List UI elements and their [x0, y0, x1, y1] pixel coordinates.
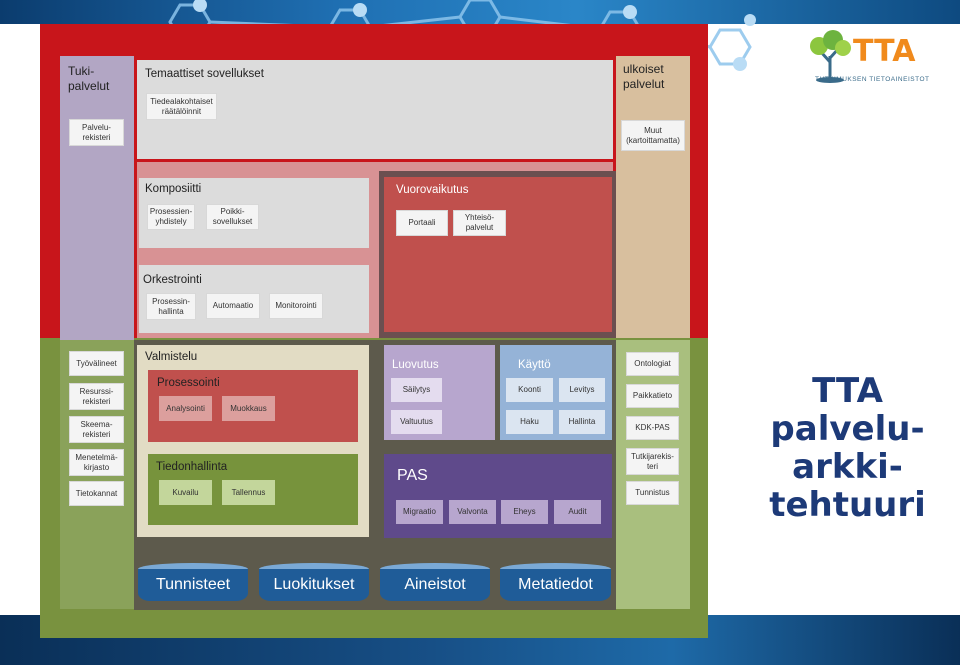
portaali-box: Portaali [396, 210, 448, 236]
title-line: palvelut [623, 77, 665, 91]
title-line: Tuki- [68, 64, 95, 78]
komposiitti-item: Poikki-sovellukset [206, 204, 259, 230]
pas-item: Audit [554, 500, 601, 524]
komposiitti-item: Prosessien-yhdistely [147, 204, 195, 230]
top-banner [0, 0, 960, 24]
kuvailu-box: Kuvailu [159, 480, 212, 505]
pas-title: PAS [397, 467, 428, 484]
title-line: palvelut [68, 79, 110, 93]
temaattiset-title: Temaattiset sovellukset [145, 68, 264, 80]
title-line: ulkoiset [623, 62, 664, 76]
box-line: räätälöinnit [161, 106, 202, 116]
logo-text: TTA [853, 34, 916, 69]
right-item: Tunnistus [626, 481, 679, 505]
koonti-box: Koonti [506, 378, 553, 402]
left-item: Skeema-rekisteri [69, 416, 124, 443]
left-item: Tietokannat [69, 481, 124, 506]
right-item: Tutkijarekis-teri [626, 448, 679, 475]
muut-sub: (kartoittamatta) [626, 135, 680, 145]
luokitukset-cylinder: Luokitukset [259, 569, 369, 601]
slide-title-line: palvelu- [770, 409, 925, 449]
muut-box: Muut (kartoittamatta) [621, 120, 685, 151]
kaytto-title: Käyttö [518, 359, 551, 371]
aineistot-cylinder: Aineistot [380, 569, 490, 601]
palvelurekisteri-box: Palvelu-rekisteri [69, 119, 124, 146]
right-item: Paikkatieto [626, 384, 679, 408]
muut-label: Muut [644, 125, 662, 135]
orkestrointi-item: Monitorointi [269, 293, 323, 319]
ulkoiset-palvelut-title: ulkoiset palvelut [623, 62, 664, 92]
pas-item: Eheys [501, 500, 548, 524]
pas-item: Migraatio [396, 500, 443, 524]
left-item: Työvälineet [69, 351, 124, 376]
levitys-box: Levitys [559, 378, 605, 402]
hallinta-box: Hallinta [559, 410, 605, 434]
tiedealakohtaiset-box: Tiedealakohtaiset räätälöinnit [146, 93, 217, 120]
slide-title-line: TTA [812, 371, 883, 411]
slide-title-line: arkki- [792, 447, 903, 487]
logo-subtitle: TUTKIMUKSEN TIETOAINEISTOT [815, 76, 930, 83]
right-item: Ontologiat [626, 352, 679, 376]
muokkaus-box: Muokkaus [222, 396, 275, 421]
logo: TTA TUTKIMUKSEN TIETOAINEISTOT [805, 28, 940, 90]
pas-panel [384, 454, 612, 538]
prosessointi-title: Prosessointi [157, 377, 220, 389]
orkestrointi-title: Orkestrointi [143, 274, 202, 286]
metatiedot-cylinder: Metatiedot [500, 569, 611, 601]
ulkoiset-palvelut-column [616, 56, 690, 338]
tallennus-box: Tallennus [222, 480, 275, 505]
orkestrointi-item: Automaatio [206, 293, 260, 319]
vuorovaikutus-title: Vuorovaikutus [396, 184, 469, 196]
tiedonhallinta-title: Tiedonhallinta [156, 461, 228, 473]
luovutus-title: Luovutus [392, 359, 439, 371]
vuorovaikutus-panel [384, 177, 612, 332]
komposiitti-title: Komposiitti [145, 183, 202, 195]
yhteisopalvelut-box: Yhteisö-palvelut [453, 210, 506, 236]
haku-box: Haku [506, 410, 553, 434]
slide-title-line: tehtuuri [769, 485, 926, 525]
left-item: Resurssi-rekisteri [69, 383, 124, 410]
tukipalvelut-title: Tuki- palvelut [68, 64, 109, 94]
box-line: Tiedealakohtaiset [150, 96, 213, 106]
sailytys-box: Säilytys [391, 378, 442, 402]
tree-icon [810, 30, 851, 83]
left-item: Menetelmä-kirjasto [69, 449, 124, 476]
valtuutus-box: Valtuutus [391, 410, 442, 434]
pas-item: Valvonta [449, 500, 496, 524]
slide-title: TTA palvelu- arkki- tehtuuri [740, 372, 955, 524]
valmistelu-title: Valmistelu [145, 351, 198, 363]
tunnisteet-cylinder: Tunnisteet [138, 569, 248, 601]
orkestrointi-item: Prosessin-hallinta [146, 293, 196, 320]
analysointi-box: Analysointi [159, 396, 212, 421]
right-item: KDK-PAS [626, 416, 679, 440]
